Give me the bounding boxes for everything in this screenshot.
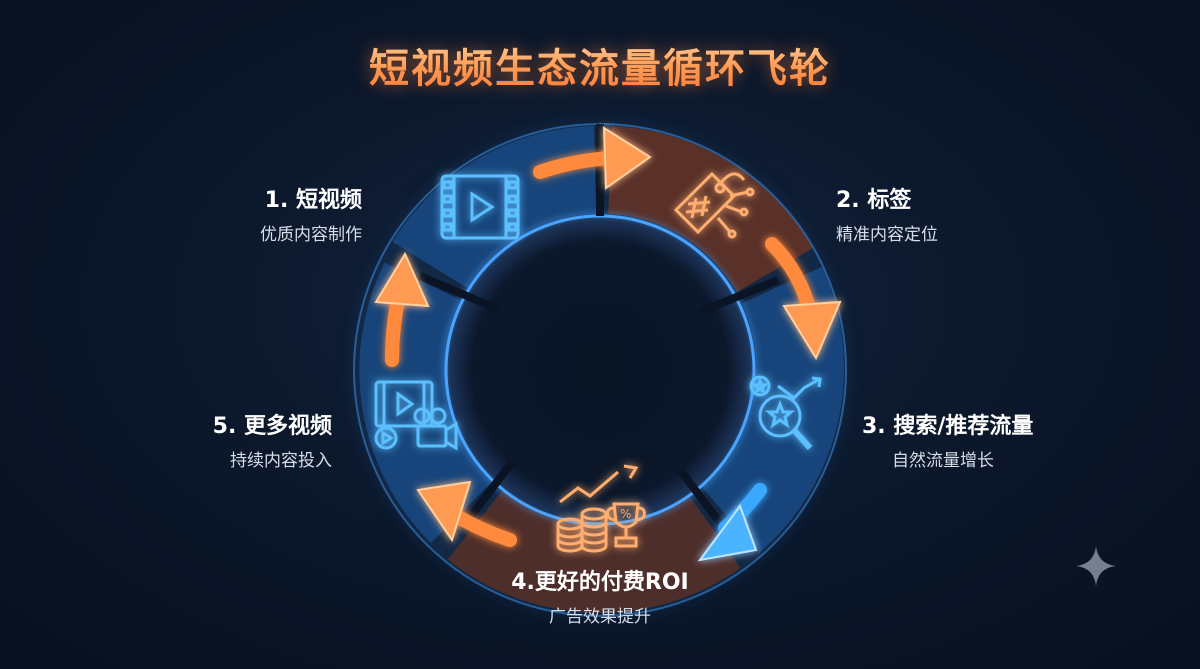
video-play-icon — [440, 174, 520, 240]
step-2-subtitle: 精准内容定位 — [836, 225, 938, 245]
step-3-label: 3. 搜索/推荐流量 自然流量增长 — [862, 408, 1033, 471]
arrow-2-to-3 — [765, 237, 842, 361]
step-1-label: 1. 短视频 优质内容制作 — [260, 182, 362, 245]
flow-arrows — [374, 126, 842, 562]
sparkle-icon — [1076, 546, 1116, 586]
step-4-subtitle: 广告效果提升 — [549, 607, 651, 627]
arrow-5-to-1 — [374, 251, 430, 367]
inner-disc — [450, 220, 750, 520]
hashtag-tag-icon — [673, 171, 755, 239]
arrow-3-to-4 — [697, 483, 767, 562]
step-3-subtitle: 自然流量增长 — [892, 451, 994, 471]
coins-trophy-icon: % — [556, 464, 646, 553]
step-4-title: 4.更好的付费ROI — [511, 570, 689, 595]
step-5-subtitle: 持续内容投入 — [230, 451, 332, 471]
step-5-label: 5. 更多视频 持续内容投入 — [213, 408, 332, 471]
step-3-title: 3. 搜索/推荐流量 — [862, 414, 1034, 439]
step-1-title: 1. 短视频 — [264, 188, 362, 213]
step-5-title: 5. 更多视频 — [212, 414, 332, 439]
arrow-1-to-2 — [533, 126, 652, 190]
step-2-title: 2. 标签 — [836, 188, 912, 213]
svg-text:%: % — [620, 507, 631, 521]
segment-1 — [392, 126, 598, 290]
segment-dividers — [418, 124, 780, 531]
step-4-label: 4.更好的付费ROI 广告效果提升 — [450, 564, 750, 627]
step-1-subtitle: 优质内容制作 — [260, 225, 362, 245]
video-camera-icon — [374, 380, 458, 451]
search-trend-icon — [749, 375, 822, 450]
page-title: 短视频生态流量循环飞轮 — [0, 36, 1200, 94]
step-2-label: 2. 标签 精准内容定位 — [836, 182, 938, 245]
arrow-4-to-5 — [416, 480, 517, 547]
